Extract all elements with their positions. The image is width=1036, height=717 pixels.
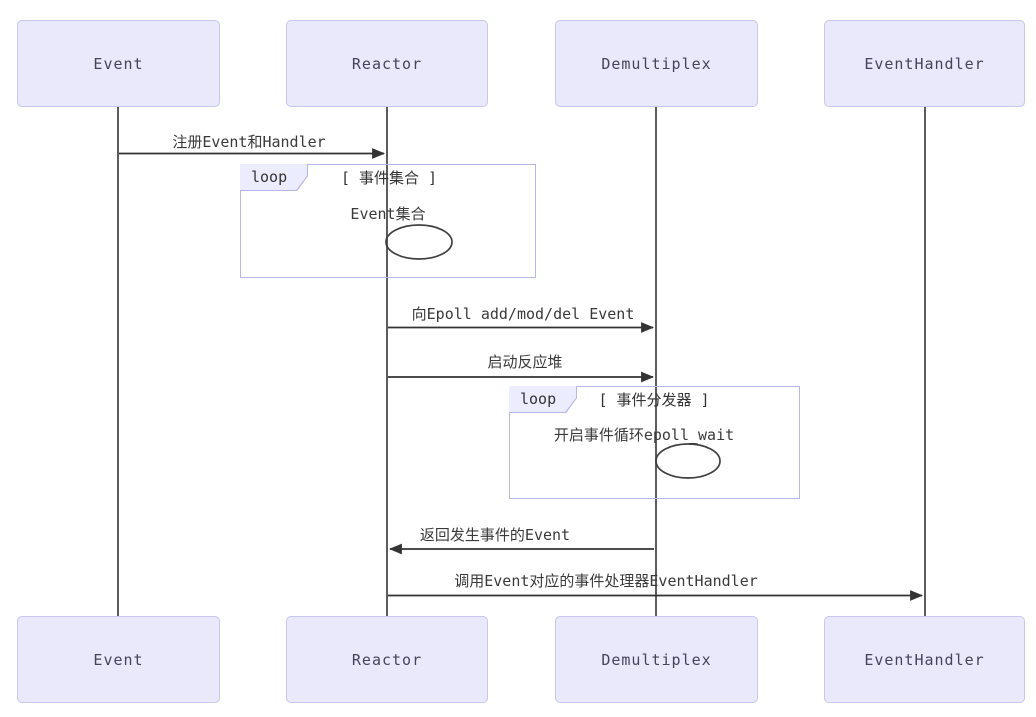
message-label-start-reactor: 启动反应堆 <box>487 353 563 371</box>
participant-label: Demultiplex <box>601 650 712 669</box>
message-label-return-event: 返回发生事件的Event <box>419 526 571 544</box>
participant-top-reactor: Reactor <box>286 20 488 107</box>
participant-bottom-event: Event <box>17 616 220 703</box>
self-message-label-epoll-wait: 开启事件循环epoll_wait <box>553 426 735 444</box>
self-message-label-event-set: Event集合 <box>350 205 426 223</box>
participant-label: EventHandler <box>864 54 985 73</box>
participant-label: Demultiplex <box>601 54 712 73</box>
participant-top-event: Event <box>17 20 220 107</box>
participant-top-eventhandler: EventHandler <box>824 20 1025 107</box>
participant-bottom-demultiplex: Demultiplex <box>555 616 758 703</box>
participant-label: Reactor <box>351 54 423 73</box>
message-label-epoll-ctl: 向Epoll add/mod/del Event <box>411 305 635 323</box>
message-label-call-handler: 调用Event对应的事件处理器EventHandler <box>454 572 758 590</box>
loop-tab: loop <box>509 386 577 413</box>
lifeline-event <box>117 107 119 616</box>
participant-top-demultiplex: Demultiplex <box>555 20 758 107</box>
loop-fragment-dispatcher <box>509 386 800 499</box>
loop-label: loop <box>520 390 557 408</box>
loop-tab: loop <box>240 164 308 191</box>
participant-label: Reactor <box>351 650 423 669</box>
lifeline-reactor <box>386 107 388 616</box>
loop-tab-fill <box>240 164 307 190</box>
participant-bottom-eventhandler: EventHandler <box>824 616 1025 703</box>
participant-label: EventHandler <box>864 650 985 669</box>
loop-fragment-event-set <box>240 164 536 278</box>
lifeline-demultiplex <box>655 107 657 616</box>
loop-tab-fill <box>509 386 576 412</box>
loop-label: loop <box>251 168 288 186</box>
participant-label: Event <box>93 650 144 669</box>
participant-label: Event <box>93 54 144 73</box>
participant-bottom-reactor: Reactor <box>286 616 488 703</box>
message-label-register: 注册Event和Handler <box>172 133 326 151</box>
loop-condition: [ 事件集合 ] <box>340 169 438 187</box>
loop-condition: [ 事件分发器 ] <box>598 391 710 409</box>
lifeline-eventhandler <box>924 107 926 616</box>
